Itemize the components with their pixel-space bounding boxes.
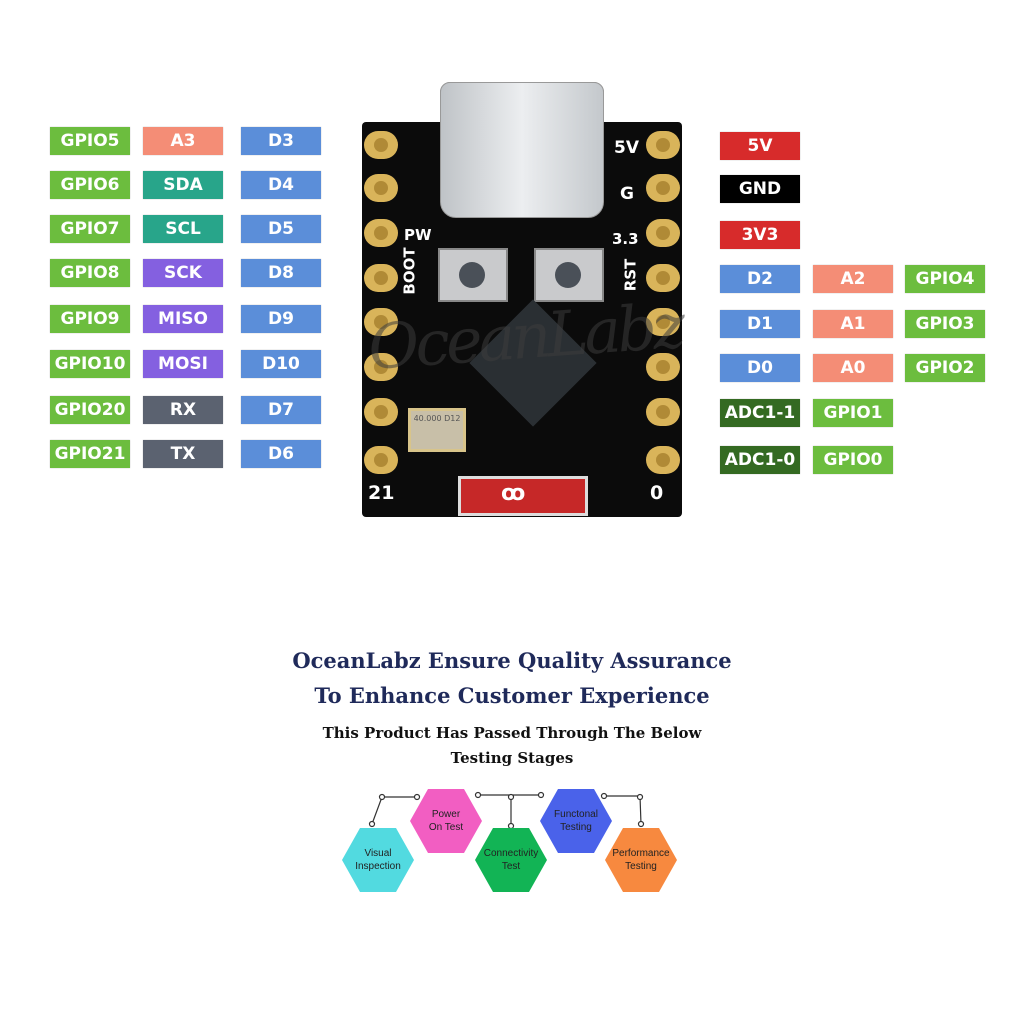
pin-label: D5 <box>241 215 321 243</box>
pin-label: GPIO20 <box>50 396 130 424</box>
pin-label: GPIO8 <box>50 259 130 287</box>
boot-button <box>438 248 508 302</box>
pin-label: D1 <box>720 310 800 338</box>
stage-label-line1: Functonal <box>554 809 598 820</box>
pin-label: ADC1-1 <box>720 399 800 427</box>
pin-label: D2 <box>720 265 800 293</box>
pin-label: GPIO3 <box>905 310 985 338</box>
pin-label: GPIO21 <box>50 440 130 468</box>
pin-label: GPIO1 <box>813 399 893 427</box>
reset-button <box>534 248 604 302</box>
stage-label-line2: Inspection <box>355 861 401 872</box>
pin-label: D6 <box>241 440 321 468</box>
pin-label: A3 <box>143 127 223 155</box>
pin-pad <box>364 353 398 381</box>
pin-label: 3V3 <box>720 221 800 249</box>
pin-label: SCK <box>143 259 223 287</box>
pin-pad <box>364 264 398 292</box>
pin-label: MOSI <box>143 350 223 378</box>
pin-pad <box>364 131 398 159</box>
heading-line2: To Enhance Customer Experience <box>314 683 710 708</box>
pin-label: GPIO7 <box>50 215 130 243</box>
stage-label-line2: On Test <box>428 822 464 833</box>
stage-label-line2: Testing <box>560 822 592 833</box>
crystal: 40.000 D12 <box>408 408 466 452</box>
pin-label: D7 <box>241 396 321 424</box>
pin-label: GPIO6 <box>50 171 130 199</box>
pin-label: MISO <box>143 305 223 333</box>
pin-pad <box>646 264 680 292</box>
stage-label-line2: Testing <box>625 861 657 872</box>
pin-label: A1 <box>813 310 893 338</box>
pin-pad <box>364 398 398 426</box>
fuse-mark: ꝏ <box>501 481 526 506</box>
silk-21: 21 <box>368 482 395 504</box>
subheading-line1: This Product Has Passed Through The Belo… <box>322 724 702 742</box>
pin-label: TX <box>143 440 223 468</box>
pin-label: GND <box>720 175 800 203</box>
usb-c-connector-front <box>440 82 604 218</box>
pin-label: D3 <box>241 127 321 155</box>
pin-pad <box>364 219 398 247</box>
pin-label: SDA <box>143 171 223 199</box>
pin-pad <box>646 219 680 247</box>
stage-label-line1: Performance <box>612 848 670 859</box>
stage-label-line1: Power <box>431 809 461 820</box>
silk-g: G <box>620 184 634 204</box>
silk-5v: 5V <box>614 138 639 158</box>
pin-label: GPIO4 <box>905 265 985 293</box>
pin-pad <box>646 446 680 474</box>
pin-pad <box>646 398 680 426</box>
pin-label: 5V <box>720 132 800 160</box>
subheading-line2: Testing Stages <box>450 749 574 767</box>
pin-label: D10 <box>241 350 321 378</box>
silk-3v3: 3.3 <box>612 230 639 248</box>
pin-label: GPIO9 <box>50 305 130 333</box>
stage-label: Power On Test <box>416 808 476 834</box>
pin-pad <box>364 174 398 202</box>
pin-pad <box>646 308 680 336</box>
stage-label-line1: Connectivity <box>483 848 539 859</box>
pin-label: GPIO10 <box>50 350 130 378</box>
pin-label: ADC1-0 <box>720 446 800 474</box>
pin-label: A0 <box>813 354 893 382</box>
pin-label: D8 <box>241 259 321 287</box>
pin-label: GPIO2 <box>905 354 985 382</box>
pin-pad <box>364 446 398 474</box>
pin-label: D0 <box>720 354 800 382</box>
fuse: ꝏ <box>458 476 588 516</box>
pin-pad <box>646 353 680 381</box>
pin-label: SCL <box>143 215 223 243</box>
pin-label: GPIO0 <box>813 446 893 474</box>
pin-label: RX <box>143 396 223 424</box>
pin-label: A2 <box>813 265 893 293</box>
pin-pad <box>646 174 680 202</box>
pin-pad <box>364 308 398 336</box>
stage-label-line2: Test <box>501 861 521 872</box>
silk-pw: PW <box>404 226 432 244</box>
pin-label: GPIO5 <box>50 127 130 155</box>
silk-0: 0 <box>650 482 664 504</box>
pin-pad <box>646 131 680 159</box>
pin-label: D9 <box>241 305 321 333</box>
stage-label-line1: Visual <box>364 848 392 859</box>
pin-label: D4 <box>241 171 321 199</box>
stage-hexagon: Power On Test <box>410 789 482 853</box>
heading-line1: OceanLabz Ensure Quality Assurance <box>292 648 732 673</box>
